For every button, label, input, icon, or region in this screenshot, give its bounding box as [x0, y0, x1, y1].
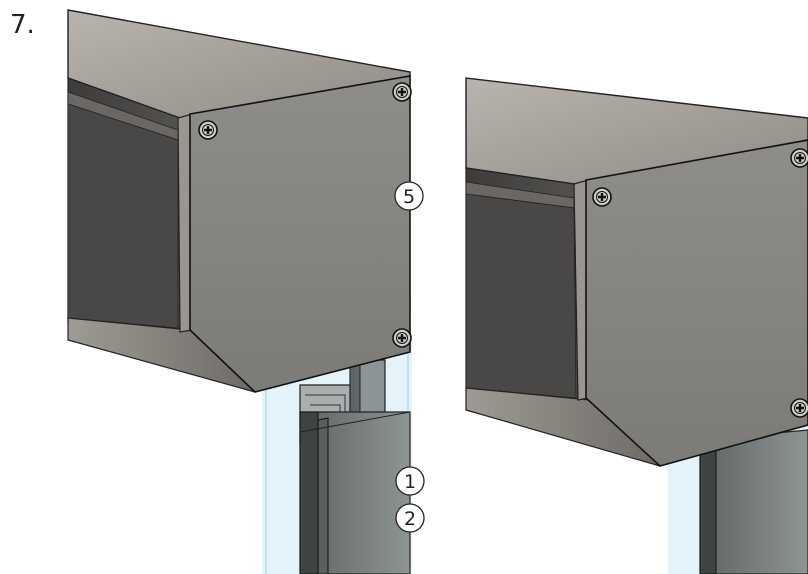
screw-icon — [392, 328, 412, 348]
screw-icon — [592, 187, 612, 207]
callout-2: 2 — [395, 503, 425, 533]
screw-icon — [790, 398, 808, 418]
step-number: 7. — [10, 10, 35, 40]
screw-icon — [198, 120, 218, 140]
callout-5: 5 — [394, 181, 424, 211]
end-cap — [585, 139, 808, 467]
callout-2-label: 2 — [404, 508, 416, 530]
end-cap — [189, 75, 411, 393]
screw-icon — [392, 82, 412, 102]
callout-5-label: 5 — [403, 186, 415, 208]
callout-1: 1 — [395, 466, 425, 496]
right-assembly — [465, 77, 808, 574]
screw-icon — [790, 148, 808, 168]
callout-1-label: 1 — [404, 471, 416, 493]
left-assembly — [67, 9, 412, 574]
